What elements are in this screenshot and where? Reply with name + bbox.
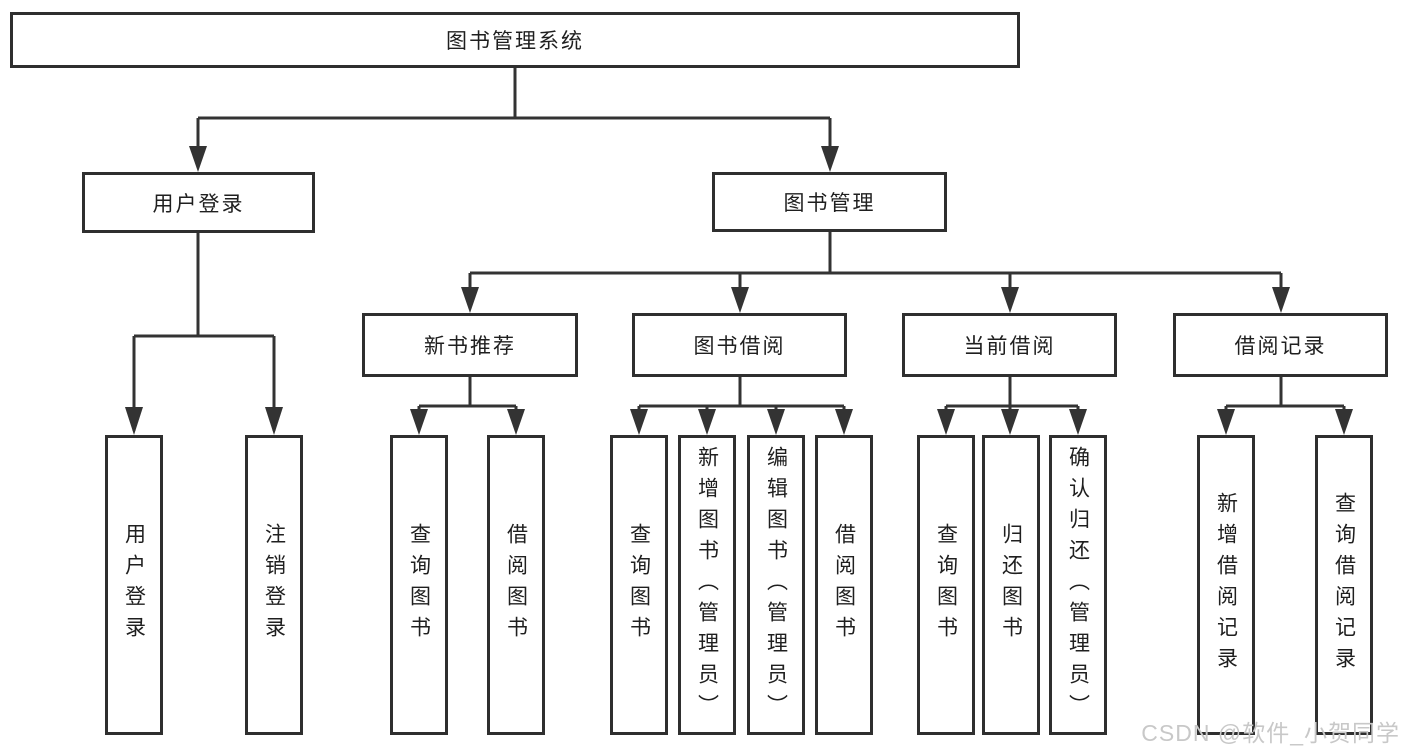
node-edit-books-admin: 编辑图书（管理员） (747, 435, 805, 735)
edges-new-book-recommendation (410, 377, 525, 435)
node-return-books: 归还图书 (982, 435, 1040, 735)
edges-borrowing-records (1217, 377, 1353, 435)
node-query-books-current: 查询图书 (917, 435, 975, 735)
node-user-login-leaf: 用户登录 (105, 435, 163, 735)
node-user-login: 用户登录 (82, 172, 315, 233)
node-label: 图书管理 (783, 192, 876, 215)
node-label: 借阅图书 (832, 523, 856, 647)
node-new-book-recommendation: 新书推荐 (362, 313, 578, 377)
node-borrowing-records: 借阅记录 (1173, 313, 1388, 377)
node-label: 新书推荐 (424, 335, 516, 358)
node-label: 用户登录 (122, 523, 146, 647)
node-logout: 注销登录 (245, 435, 303, 735)
node-label: 注销登录 (262, 523, 286, 647)
node-confirm-return-admin: 确认归还（管理员） (1049, 435, 1107, 735)
node-label: 借阅图书 (504, 523, 528, 647)
edges-current-borrowing (937, 377, 1087, 435)
node-label: 查询借阅记录 (1332, 492, 1356, 678)
node-query-books-borrow: 查询图书 (610, 435, 668, 735)
node-book-borrowing: 图书借阅 (632, 313, 847, 377)
watermark-text: CSDN @软件_小贺同学 (1141, 720, 1400, 746)
node-label: 编辑图书（管理员） (764, 445, 788, 725)
node-label: 确认归还（管理员） (1066, 445, 1090, 725)
node-label: 查询图书 (627, 523, 651, 647)
node-label: 图书借阅 (693, 335, 786, 358)
node-label: 新增图书（管理员） (695, 445, 719, 725)
node-add-borrow-record: 新增借阅记录 (1197, 435, 1255, 735)
node-current-borrowing: 当前借阅 (902, 313, 1117, 377)
node-label: 归还图书 (999, 523, 1023, 647)
node-borrow-books-recommend: 借阅图书 (487, 435, 545, 735)
node-label: 借阅记录 (1234, 335, 1327, 358)
node-book-management: 图书管理 (712, 172, 947, 232)
node-label: 查询图书 (934, 523, 958, 647)
node-label: 当前借阅 (963, 335, 1056, 358)
edges-book-borrowing (630, 377, 853, 435)
node-library-management-system: 图书管理系统 (10, 12, 1020, 68)
edges-book-management (461, 232, 1290, 313)
node-query-books-recommend: 查询图书 (390, 435, 448, 735)
node-label: 用户登录 (152, 192, 245, 216)
node-borrow-books: 借阅图书 (815, 435, 873, 735)
node-label: 新增借阅记录 (1214, 492, 1238, 678)
node-label: 图书管理系统 (446, 30, 584, 53)
node-add-books-admin: 新增图书（管理员） (678, 435, 736, 735)
edges-user-login (125, 233, 283, 435)
edges-root-to-level2 (189, 68, 839, 172)
node-label: 查询图书 (407, 523, 431, 647)
node-query-borrow-record: 查询借阅记录 (1315, 435, 1373, 735)
